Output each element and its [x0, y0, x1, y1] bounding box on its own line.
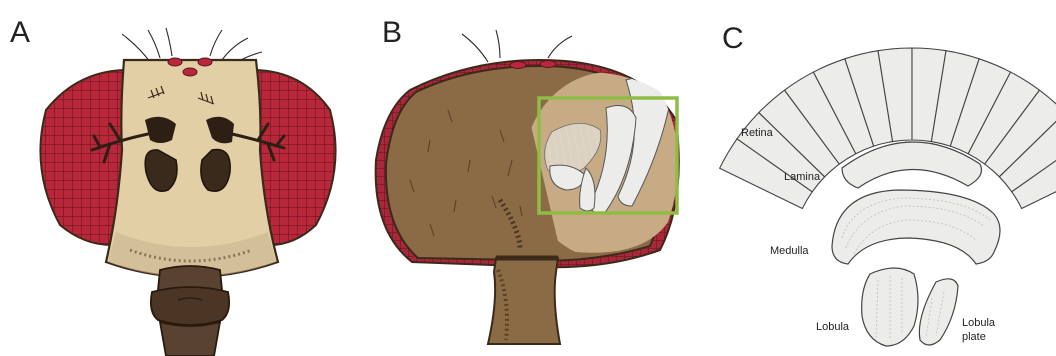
proboscis [151, 266, 229, 356]
panel-b-letter: B [382, 16, 402, 49]
lobula-plate-shape [919, 279, 958, 345]
lobula-plate-label-line1: Lobula [962, 317, 996, 329]
panel-a-letter: A [10, 16, 30, 49]
panel-c-letter: C [722, 22, 744, 55]
lobula-label: Lobula [816, 321, 850, 333]
retina-label: Retina [741, 127, 774, 139]
panel-a: A [10, 16, 336, 356]
medulla-label: Medulla [770, 245, 809, 257]
lamina-label: Lamina [784, 171, 821, 183]
bristles-b [462, 30, 572, 62]
fly-head-side-icon [376, 30, 696, 344]
panel-b: B [376, 16, 696, 344]
lobula-plate-label-line2: plate [962, 331, 986, 343]
lobula-shape [862, 268, 918, 346]
fly-head-front-icon [40, 28, 335, 356]
panel-c: C Retina Lamina Medulla Lobula Lobula pl… [720, 22, 1056, 346]
medulla-shape [832, 190, 1000, 264]
